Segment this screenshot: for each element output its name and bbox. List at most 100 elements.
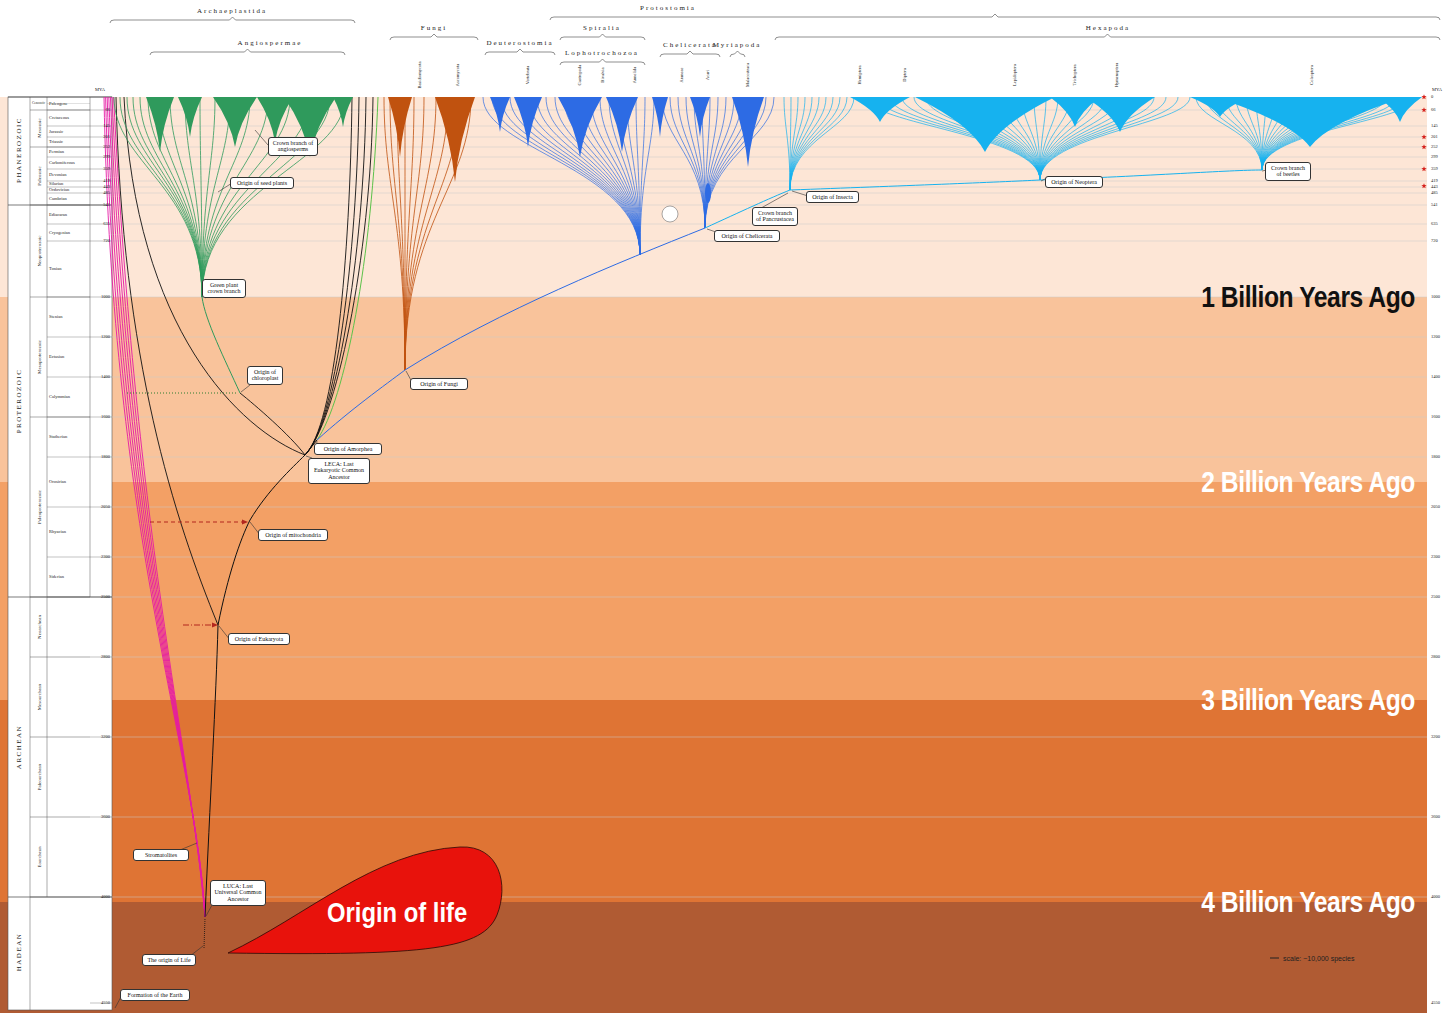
time-gridline — [112, 181, 1427, 182]
era-label: Mesoarchean — [36, 684, 41, 711]
callout-text: Origin of Fungi — [414, 381, 464, 388]
callout-text: Origin of chloroplast — [251, 369, 279, 383]
teardrop-path — [228, 847, 502, 954]
age-number: 145 — [103, 124, 110, 129]
tree-branch — [202, 97, 268, 297]
era-divider — [30, 147, 90, 148]
time-gridline — [112, 657, 1427, 658]
age-number: 2800 — [101, 655, 110, 660]
period-divider — [47, 507, 90, 508]
extinction-star — [1421, 94, 1426, 99]
age-number: 720 — [1431, 239, 1438, 244]
period-label: Orosirian — [49, 480, 66, 485]
era-label: Mesozoic — [36, 118, 41, 137]
extinction-star — [1421, 183, 1426, 188]
age-number: 2500 — [101, 595, 110, 600]
callout-box: LECA: Last Eukaryotic Common Ancestor — [308, 458, 370, 484]
age-number: 4000 — [101, 895, 110, 900]
callout-text: Origin of Insecta — [810, 194, 855, 201]
eon-divider — [8, 897, 112, 898]
tree-branch — [114, 97, 202, 297]
callout-box: Origin of Insecta — [806, 191, 859, 203]
callout-text: Stromatolites — [137, 852, 185, 859]
callout-box: Origin of Neoptera — [1045, 176, 1103, 188]
tree-branch — [510, 97, 640, 255]
time-gridline — [112, 417, 1427, 418]
age-number: 419 — [1431, 179, 1438, 184]
callout-text: Crown branch of angiosperms — [272, 140, 314, 154]
callout-tails — [115, 130, 1267, 1008]
callout-box: LUCA: Last Universal Common Ancestor — [210, 880, 266, 906]
callout-text: The origin of Life — [146, 957, 192, 964]
clade-wedge — [514, 97, 542, 147]
clade-wedge — [1085, 97, 1155, 132]
age-number: 541 — [103, 203, 110, 208]
callout-box: Origin of Chelicerata — [714, 230, 780, 242]
tree-branch — [640, 97, 654, 255]
tree-branch — [1040, 97, 1190, 180]
time-gridline — [112, 737, 1427, 738]
age-number: 359 — [103, 167, 110, 172]
era-label: Eoarchean — [36, 846, 41, 867]
age-number: 0 — [1431, 95, 1433, 100]
age-number: 635 — [1431, 222, 1438, 227]
age-number: 3200 — [101, 735, 110, 740]
tree-branch — [627, 97, 640, 255]
tree-branch — [112, 97, 205, 917]
age-number: 1400 — [1431, 375, 1440, 380]
tree-branch — [784, 97, 790, 190]
group-bracket — [485, 49, 555, 55]
period-label: Devonian — [49, 173, 67, 178]
tree-branch — [790, 97, 840, 190]
clade-wedge — [1378, 97, 1422, 122]
callout-text: Green plant crown branch — [206, 282, 242, 296]
callout-text: Origin of seed plants — [234, 180, 290, 187]
tree-branches — [104, 97, 1422, 917]
age-number: 2500 — [1431, 595, 1440, 600]
callout-text: LUCA: Last Universal Common Ancestor — [214, 883, 262, 904]
era-label: Neoarchean — [36, 615, 41, 639]
time-gridline — [112, 187, 1427, 188]
age-number: 4550 — [101, 1001, 110, 1006]
group-label: Fungi — [421, 25, 447, 32]
period-label: Ordovician — [49, 188, 69, 193]
era-label: Paleoproterozoic — [36, 490, 41, 524]
group-bracket — [560, 34, 645, 40]
age-number: 3600 — [101, 815, 110, 820]
tree-branch — [790, 97, 833, 190]
tree-branch — [158, 97, 202, 297]
period-label: Ediacaran — [49, 212, 67, 217]
taxon-label: Malacostraca — [746, 63, 751, 87]
tree-branch — [106, 97, 205, 917]
age-number: 252 — [103, 145, 110, 150]
group-label: Spiralia — [583, 25, 621, 32]
tree-branch — [127, 97, 202, 297]
clade-wedge — [257, 97, 293, 142]
period-label: Cambrian — [49, 197, 67, 202]
eon-label: PHANEROZOIC — [16, 117, 23, 183]
age-number: 299 — [1431, 155, 1438, 160]
clade-wedge — [178, 97, 202, 137]
time-gridline — [112, 337, 1427, 338]
clade-wedge — [558, 97, 602, 157]
tree-branch — [555, 97, 640, 255]
group-label: Chelicerata — [663, 42, 717, 49]
column-divider — [90, 97, 91, 597]
period-divider — [47, 126, 90, 127]
eon-divider — [8, 205, 112, 206]
tree-branch — [640, 97, 645, 255]
age-number: 201 — [103, 135, 110, 140]
callout-box: Crown branch of beetles — [1265, 162, 1311, 181]
group-bracket — [550, 14, 1440, 20]
callout-title: Origin of life — [327, 897, 467, 929]
clade-wedge — [606, 97, 638, 152]
tree-branch — [1040, 97, 1178, 180]
age-number: 1200 — [101, 335, 110, 340]
tree-branch — [170, 97, 202, 297]
period-divider — [47, 337, 90, 338]
tree-branch — [1034, 97, 1040, 180]
extinction-star — [1421, 166, 1426, 171]
callout-box: Crown branch of Pancrustacea — [752, 207, 798, 226]
